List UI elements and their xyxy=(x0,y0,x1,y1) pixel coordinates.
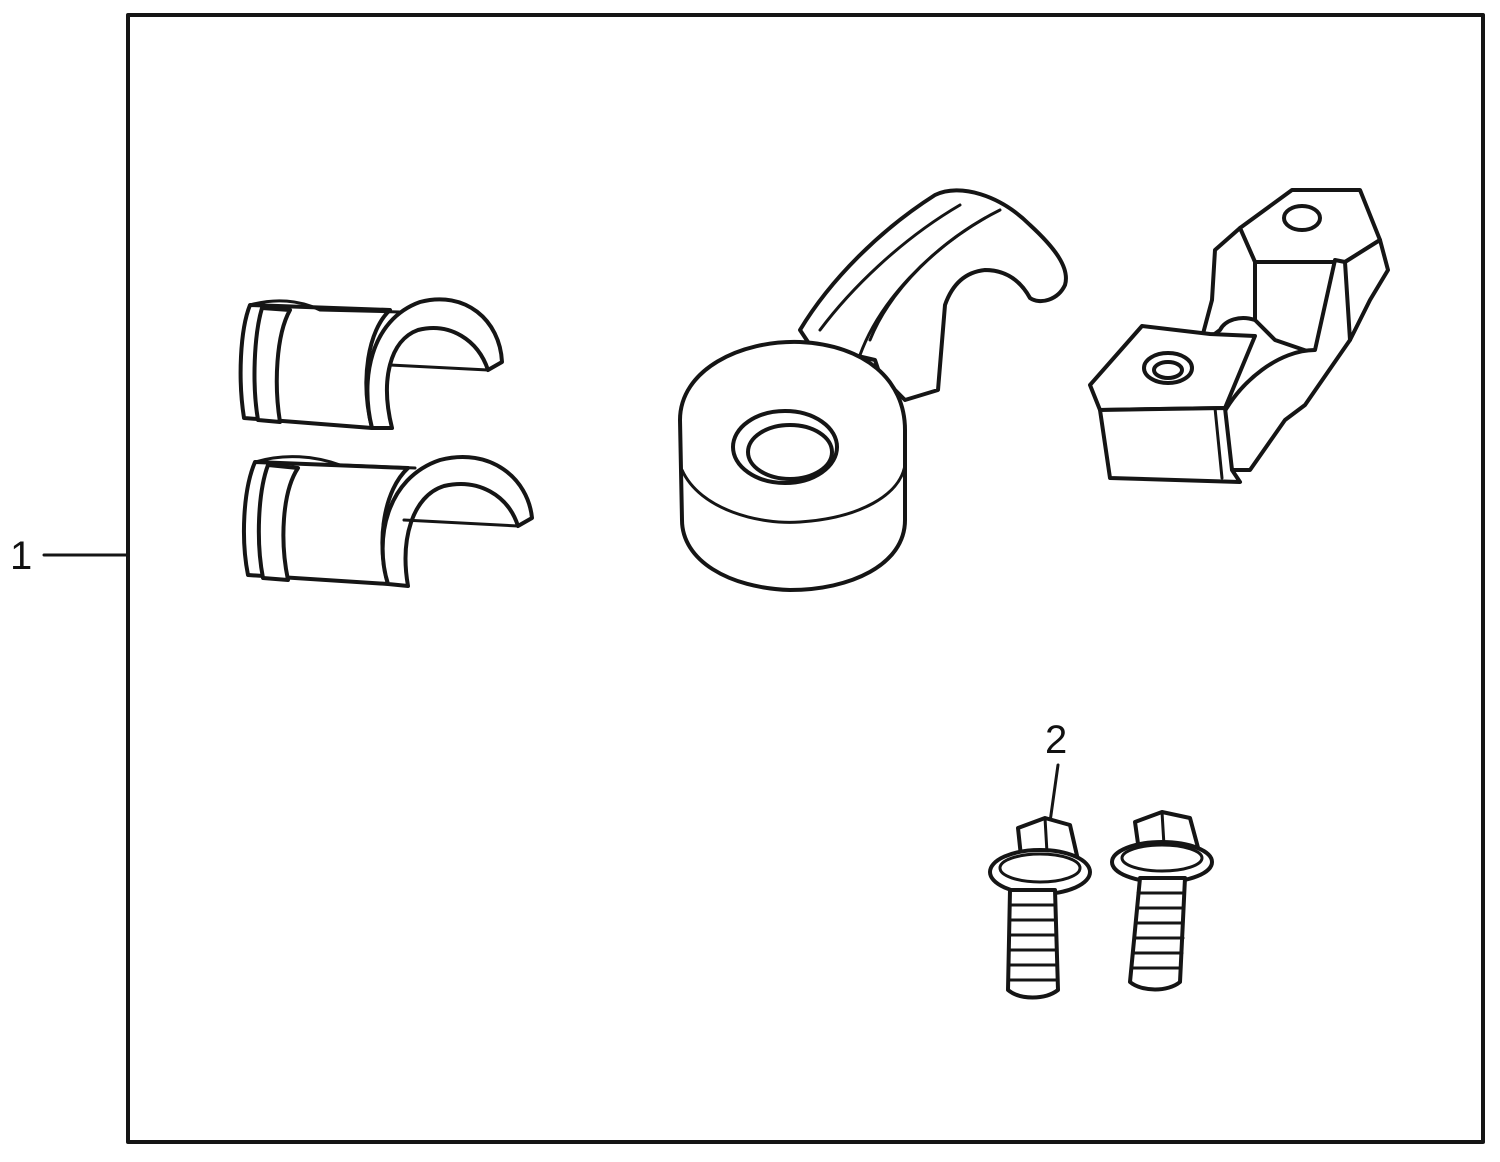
flange-bolt-right xyxy=(1110,810,1214,992)
callout-kit-number: 1 xyxy=(10,534,33,578)
bridge-clamp xyxy=(1088,188,1390,484)
flange-bolt-left xyxy=(988,816,1092,1000)
callout-bolt-number: 2 xyxy=(1045,718,1068,762)
clamp-half-sleeve-upper xyxy=(238,297,504,430)
callout-2-leader xyxy=(1048,763,1060,824)
clamp-half-sleeve-lower xyxy=(241,455,534,588)
eye-bracket xyxy=(678,188,1068,592)
kit-frame xyxy=(126,13,1485,1144)
